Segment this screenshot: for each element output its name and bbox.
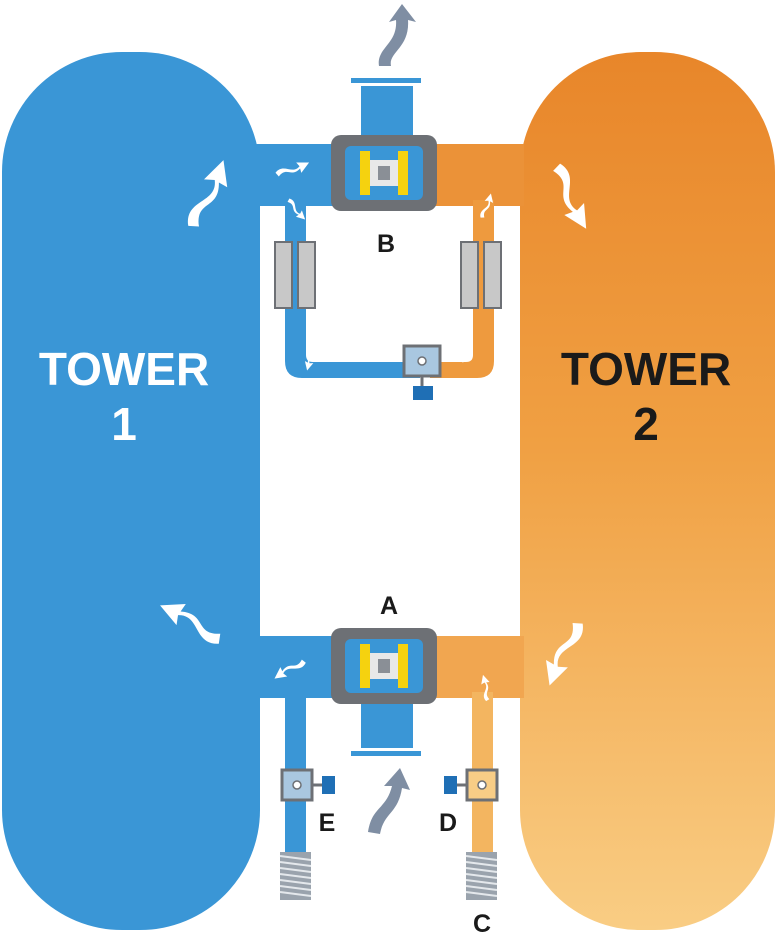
tower-1-label-word: TOWER [39,343,209,395]
filter-right-2 [483,241,502,309]
upper-outlet-flange [351,78,421,83]
tower-2-label-number: 2 [633,398,659,450]
upper-exhaust-arrow [378,4,416,66]
lower-inlet-flange [351,751,421,756]
lower-pipe-orange [420,636,524,698]
bypass-check-valve [402,344,442,400]
muffler-left [279,852,312,900]
upper-bypass-blue [285,200,420,378]
valve-e [280,768,335,802]
filter-right-1 [460,241,479,309]
filter-left-2 [297,241,316,309]
lower-inlet-arrow [368,768,410,834]
tower-1-label-number: 1 [111,398,137,450]
valve-d [444,768,499,802]
valve-b [331,135,437,211]
valve-d-label: D [439,809,457,837]
filter-left-1 [274,241,293,309]
valve-e-label: E [319,809,336,837]
muffler-c [465,852,498,900]
valve-b-label: B [377,230,395,258]
upper-pipe-orange [420,144,524,206]
valve-a [331,628,437,704]
valve-c-label: C [473,910,491,938]
tower-1 [2,52,260,930]
tower-2 [520,52,775,930]
valve-a-label: A [380,592,398,620]
tower-2-label-word: TOWER [561,343,731,395]
